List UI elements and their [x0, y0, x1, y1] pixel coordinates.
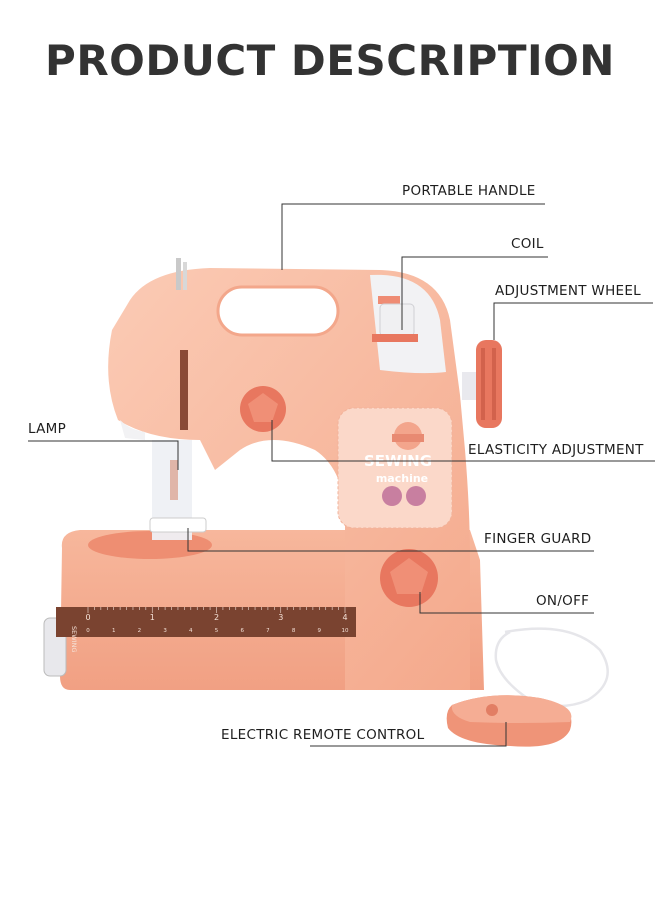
ruler-minor-label: 0 — [86, 628, 90, 634]
ruler-major-label: 2 — [214, 613, 219, 622]
ruler-major-label: 4 — [342, 613, 347, 622]
line-on-off — [419, 592, 594, 614]
ruler-minor-label: 4 — [189, 628, 193, 634]
label-coil: COIL — [511, 236, 544, 252]
label-electric-remote-control: ELECTRIC REMOTE CONTROL — [221, 727, 425, 743]
ruler-minor-label: 2 — [138, 628, 142, 634]
line-lamp — [28, 440, 179, 470]
line-portable-handle — [281, 203, 545, 270]
coil-spool — [372, 296, 418, 342]
label-adjustment-wheel: ADJUSTMENT WHEEL — [495, 283, 642, 299]
line-finger-guard — [187, 528, 594, 552]
ruler-side-label: SEWING — [70, 626, 78, 652]
page-title: PRODUCT DESCRIPTION — [45, 36, 615, 85]
line-remote — [310, 722, 507, 747]
label-on-off: ON/OFF — [536, 593, 590, 609]
needle-assembly — [120, 350, 207, 540]
brand-badge: SEWING machine — [337, 407, 453, 529]
label-elasticity-adjustment: ELASTICITY ADJUSTMENT — [468, 442, 644, 458]
label-portable-handle: PORTABLE HANDLE — [402, 183, 536, 199]
measuring-ruler: SEWING 0 1 2 3 4 0 1 2 3 4 5 6 7 8 9 10 — [56, 607, 356, 652]
ruler-minor-label: 3 — [163, 628, 167, 634]
callout-lines — [28, 203, 655, 747]
adjustment-wheel — [462, 340, 502, 428]
ruler-major-label: 3 — [278, 613, 283, 622]
ruler-minor-label: 6 — [240, 628, 244, 634]
ruler-minor-label: 10 — [342, 628, 349, 634]
power-cord — [494, 627, 609, 708]
line-coil — [401, 256, 548, 330]
ruler-ticks: 0 1 2 3 4 0 1 2 3 4 5 6 7 8 9 10 — [85, 607, 349, 634]
ruler-minor-label: 8 — [292, 628, 296, 634]
elasticity-knob — [240, 386, 286, 432]
ruler-major-label: 1 — [150, 613, 155, 622]
foot-pedal-remote — [446, 695, 572, 747]
line-adjustment-wheel — [493, 302, 653, 340]
line-elasticity — [271, 420, 655, 462]
ruler-minor-label: 1 — [112, 628, 116, 634]
ruler-minor-label: 7 — [266, 628, 270, 634]
ruler-major-label: 0 — [85, 613, 90, 622]
on-off-knob — [380, 549, 438, 607]
label-lamp: LAMP — [28, 421, 67, 437]
ruler-minor-label: 9 — [318, 628, 322, 634]
machine-body — [108, 258, 471, 690]
badge-subtitle: machine — [376, 472, 428, 485]
label-finger-guard: FINGER GUARD — [484, 531, 592, 547]
ruler-minor-label: 5 — [215, 628, 219, 634]
